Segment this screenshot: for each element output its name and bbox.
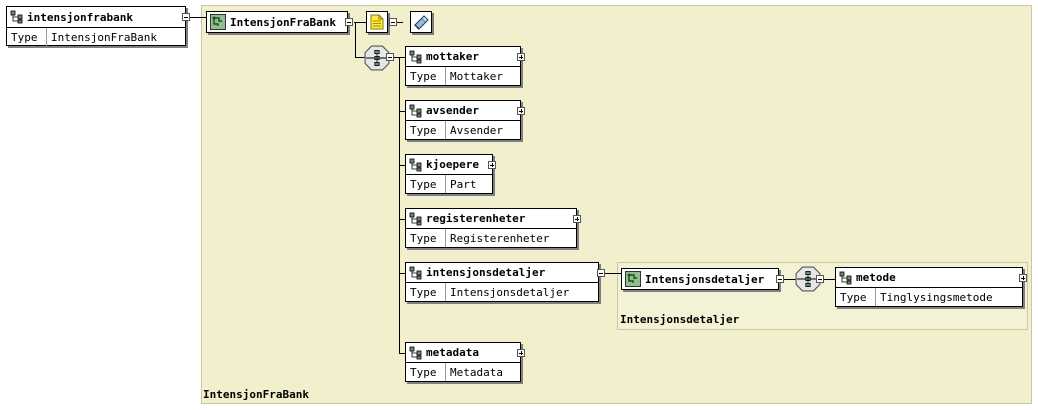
- connector: [355, 22, 356, 58]
- type-key: Type: [406, 67, 446, 85]
- connector: [399, 353, 405, 354]
- complex-type-name: Intensjonsdetaljer: [645, 272, 765, 286]
- connector: [399, 111, 405, 112]
- connector: [399, 165, 405, 166]
- expand-toggle[interactable]: [517, 349, 525, 357]
- connector: [399, 57, 405, 58]
- element-icon: [409, 266, 423, 280]
- connector: [399, 219, 405, 220]
- type-key: Type: [406, 363, 446, 381]
- annotation-icon: [370, 14, 384, 30]
- type-value: Tinglysingsmetode: [880, 290, 993, 304]
- connector: [822, 279, 835, 280]
- element-name: mottaker: [426, 50, 479, 63]
- connector: [605, 273, 621, 274]
- connector: [399, 57, 400, 354]
- type-value: IntensjonFraBank: [51, 30, 157, 44]
- panel-label: IntensjonFraBank: [203, 388, 309, 401]
- element-registerenheter[interactable]: registerenheter Type Registerenheter: [405, 208, 577, 248]
- type-key: Type: [406, 121, 446, 139]
- element-icon: [409, 104, 423, 118]
- element-name: metadata: [426, 346, 479, 359]
- element-metadata[interactable]: metadata Type Metadata: [405, 342, 521, 382]
- assertion-box[interactable]: [410, 11, 432, 33]
- root-element-intensjonfrabank[interactable]: intensjonfrabank Type IntensjonFraBank: [6, 6, 186, 46]
- annotation-box[interactable]: [366, 11, 388, 33]
- complex-type-intensjonfrabank[interactable]: IntensjonFraBank: [206, 11, 348, 33]
- element-kjoepere[interactable]: kjoepere Type Part: [405, 154, 493, 194]
- element-avsender[interactable]: avsender Type Avsender: [405, 100, 521, 140]
- collapse-toggle[interactable]: [386, 53, 394, 61]
- element-icon: [10, 10, 24, 24]
- complex-type-icon: [210, 14, 226, 30]
- assertion-icon: [414, 15, 429, 30]
- connector: [394, 57, 400, 58]
- type-value: Mottaker: [450, 69, 503, 83]
- type-key: Type: [7, 28, 47, 46]
- type-value: Metadata: [450, 365, 503, 379]
- connector: [354, 22, 366, 23]
- element-icon: [409, 212, 423, 226]
- complex-type-name: IntensjonFraBank: [230, 15, 336, 29]
- element-name: intensjonfrabank: [27, 10, 133, 24]
- expand-toggle[interactable]: [573, 215, 581, 223]
- element-metode[interactable]: metode Type Tinglysingsmetode: [835, 267, 1023, 307]
- element-icon: [409, 50, 423, 64]
- type-value: Part: [450, 177, 477, 191]
- collapse-toggle[interactable]: [389, 18, 397, 26]
- connector: [784, 279, 796, 280]
- intensjonfrabank-type-panel: [201, 5, 1032, 404]
- element-icon: [409, 158, 423, 172]
- type-key: Type: [406, 175, 446, 193]
- expand-toggle[interactable]: [517, 53, 525, 61]
- type-value: Avsender: [450, 123, 503, 137]
- connector: [190, 17, 206, 18]
- element-name: registerenheter: [426, 212, 526, 225]
- type-value: Intensjonsdetaljer: [450, 285, 570, 299]
- complex-type-icon: [625, 271, 641, 287]
- expand-toggle[interactable]: [488, 161, 496, 169]
- element-name: avsender: [426, 104, 479, 117]
- type-value: Registerenheter: [450, 231, 550, 245]
- type-key: Type: [406, 229, 446, 247]
- type-key: Type: [836, 288, 876, 306]
- element-name: kjoepere: [426, 158, 479, 171]
- type-key: Type: [406, 283, 446, 301]
- element-name: intensjonsdetaljer: [426, 266, 546, 279]
- collapse-toggle[interactable]: [345, 18, 353, 26]
- expand-toggle[interactable]: [517, 107, 525, 115]
- element-name: metode: [856, 271, 896, 284]
- connector: [399, 273, 405, 274]
- collapse-toggle[interactable]: [182, 13, 190, 21]
- nested-panel-label: Intensjonsdetaljer: [620, 313, 740, 326]
- element-icon: [839, 271, 853, 285]
- complex-type-intensjonsdetaljer[interactable]: Intensjonsdetaljer: [621, 268, 779, 290]
- connector: [355, 57, 367, 58]
- element-mottaker[interactable]: mottaker Type Mottaker: [405, 46, 521, 86]
- collapse-toggle[interactable]: [816, 275, 824, 283]
- collapse-toggle[interactable]: [597, 269, 605, 277]
- connector: [393, 22, 403, 23]
- element-icon: [409, 346, 423, 360]
- element-intensjonsdetaljer[interactable]: intensjonsdetaljer Type Intensjonsdetalj…: [405, 262, 599, 302]
- expand-toggle[interactable]: [1019, 274, 1027, 282]
- collapse-toggle[interactable]: [776, 275, 784, 283]
